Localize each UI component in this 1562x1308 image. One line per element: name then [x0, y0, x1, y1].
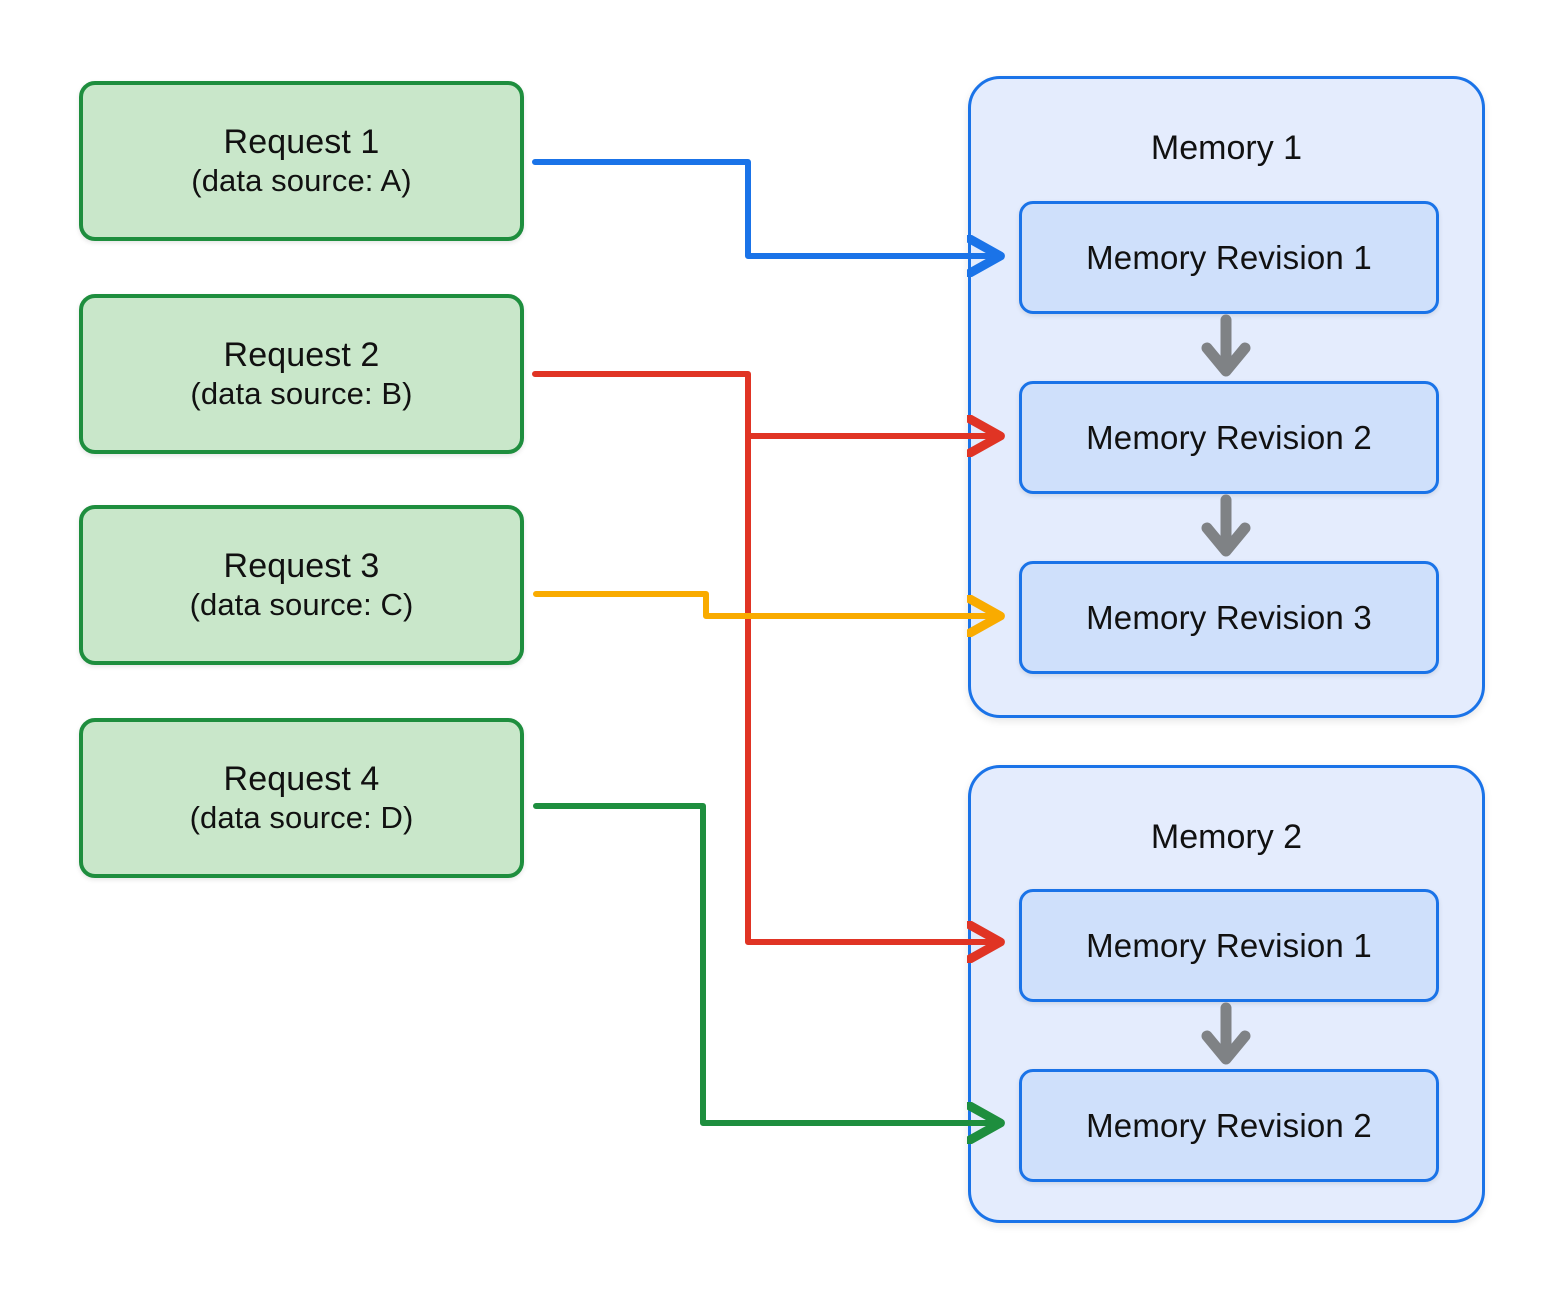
memory-1-revision-box-2[interactable]: Memory Revision 2 — [1019, 381, 1439, 494]
revision-label: Memory Revision 2 — [1086, 418, 1372, 456]
connector-request-3 — [533, 591, 998, 616]
connector-request-2-trunk — [532, 371, 998, 942]
request-subtitle: (data source: C) — [189, 587, 414, 623]
request-box-3[interactable]: Request 3 (data source: C) — [79, 505, 524, 665]
memory-container-1[interactable]: Memory 1 Memory Revision 1 Memory Revisi… — [968, 76, 1485, 718]
revision-label: Memory Revision 3 — [1086, 598, 1372, 636]
memory-title: Memory 1 — [1150, 129, 1303, 167]
request-subtitle: (data source: A) — [191, 163, 412, 199]
request-title: Request 4 — [223, 760, 380, 799]
memory-container-2[interactable]: Memory 2 Memory Revision 1 Memory Revisi… — [968, 765, 1485, 1223]
request-subtitle: (data source: D) — [189, 800, 414, 836]
memory-title: Memory 2 — [1150, 818, 1303, 856]
request-title: Request 1 — [223, 123, 380, 162]
request-box-4[interactable]: Request 4 (data source: D) — [79, 718, 524, 878]
memory-2-revision-box-1[interactable]: Memory Revision 1 — [1019, 889, 1439, 1002]
connector-request-4 — [533, 803, 998, 1123]
revision-label: Memory Revision 1 — [1086, 926, 1372, 964]
memory-1-revision-box-3[interactable]: Memory Revision 3 — [1019, 561, 1439, 674]
revision-label: Memory Revision 2 — [1086, 1106, 1372, 1144]
connector-request-1 — [532, 159, 998, 256]
request-subtitle: (data source: B) — [190, 376, 413, 412]
memory-2-revision-box-2[interactable]: Memory Revision 2 — [1019, 1069, 1439, 1182]
request-title: Request 3 — [223, 547, 380, 586]
memory-1-revision-box-1[interactable]: Memory Revision 1 — [1019, 201, 1439, 314]
request-box-1[interactable]: Request 1 (data source: A) — [79, 81, 524, 241]
request-box-2[interactable]: Request 2 (data source: B) — [79, 294, 524, 454]
request-title: Request 2 — [223, 336, 380, 375]
revision-label: Memory Revision 1 — [1086, 238, 1372, 276]
